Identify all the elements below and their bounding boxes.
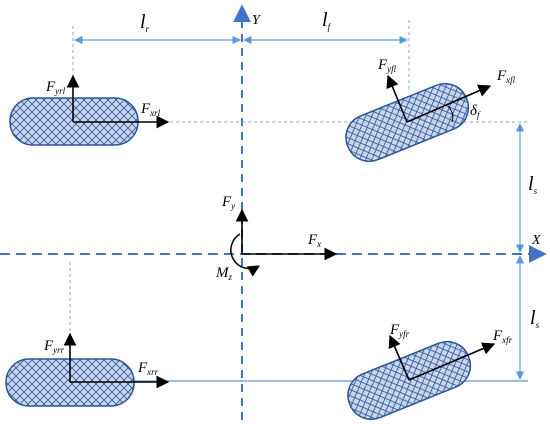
moment-mz-arc [230, 233, 261, 277]
force-fx-label: Fx [307, 232, 321, 249]
steering-angle-arc [447, 105, 454, 123]
lf-label: lf [322, 9, 332, 32]
tire-front-left [345, 82, 470, 163]
force-fyfr-label: Fyfr [389, 322, 410, 339]
force-fxfl-label: Fxfl [496, 68, 516, 85]
force-fxrl-label: Fxrl [140, 101, 161, 118]
lr-label: lr [140, 11, 150, 34]
force-fyfl-label: Fyfl [377, 57, 397, 74]
force-fyfr-arrow [388, 334, 410, 381]
force-fyrl-label: Fyrl [45, 79, 66, 96]
force-fyrr-label: Fyrr [43, 338, 65, 355]
moment-mz-label: Mz [215, 265, 233, 282]
y-axis-label: Y [252, 13, 262, 28]
ls-top-label: ls [528, 173, 538, 196]
steering-angle-label: δf [470, 103, 481, 120]
force-fxrr-label: Fxrr [137, 360, 159, 377]
force-fxfr-label: Fxfr [492, 328, 513, 345]
force-fyfl-arrow [386, 74, 408, 123]
force-fy-label: Fy [221, 194, 235, 211]
force-fxfr-arrow [408, 342, 496, 381]
ls-bottom-label: ls [530, 307, 540, 330]
x-axis-label: X [531, 233, 541, 248]
force-fxfl-arrow [406, 84, 492, 123]
